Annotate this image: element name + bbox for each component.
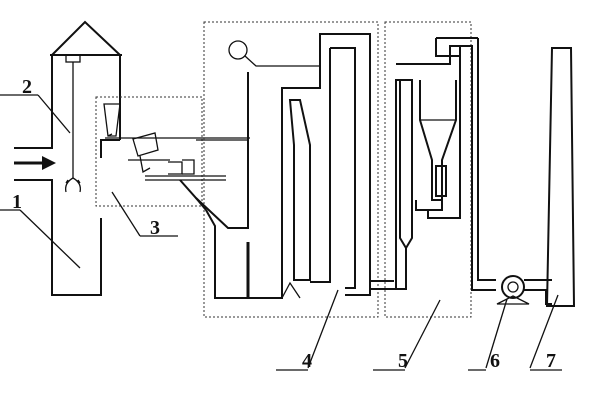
- label-3: 3: [150, 217, 160, 239]
- label-4: 4: [302, 350, 312, 372]
- feed-conveyor-unit: [95, 72, 250, 229]
- label-7: 7: [546, 350, 556, 372]
- label-leaders: [0, 94, 562, 371]
- chimney-stack: [545, 47, 576, 307]
- component-labels: 1 2 3 4 5 6 7: [12, 76, 556, 372]
- feed-hopper-tower: [14, 20, 122, 296]
- induced-draft-fan: [496, 275, 552, 305]
- label-6: 6: [490, 350, 500, 372]
- furnace-unit: [195, 21, 394, 318]
- label-1: 1: [12, 191, 22, 213]
- cyclone-separator-unit: [384, 21, 496, 318]
- label-2: 2: [22, 76, 32, 98]
- label-5: 5: [398, 350, 408, 372]
